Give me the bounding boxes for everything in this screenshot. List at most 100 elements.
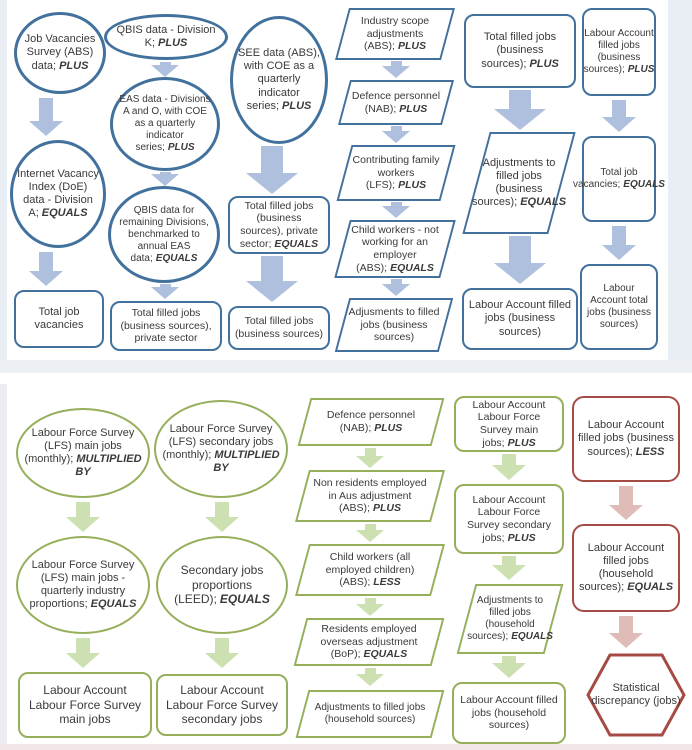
arrow-down-icon: [151, 284, 179, 299]
node-non-residents-adjustment: Non residents employed in Aus adjustment…: [294, 470, 446, 522]
node-qbis-remaining-divisions: QBIS data for remaining Divisions, bench…: [108, 186, 220, 283]
node-adjustments-filled-jobs-business: Adjusments to filled jobs (business sour…: [334, 298, 454, 352]
node-child-workers-not-working: Child workers - not working for an emplo…: [334, 220, 456, 278]
label: Industry scope adjustments (ABS);PLUS: [360, 15, 430, 53]
label: QBIS data - Division K;PLUS: [116, 23, 216, 49]
arrow-down-icon: [65, 502, 101, 532]
node-statistical-discrepancy: Statistical discrepancy (jobs): [586, 652, 686, 738]
node-total-job-vacancies-equals: Total job vacancies;EQUALS: [573, 136, 665, 222]
arrow-down-icon: [601, 100, 637, 132]
arrow-down-icon: [492, 556, 526, 580]
node-total-filled-jobs-business: Total filled jobs (business sources): [228, 306, 330, 350]
label: Labour Account Labour Force Survey main …: [472, 398, 546, 449]
label: EAS data - Divisions A and O, with COE a…: [119, 94, 211, 153]
node-defence-personnel-household: Defence personnel (NAB);PLUS: [296, 398, 446, 446]
node-labour-account-filled-jobs-business: Labour Account filled jobs (business sou…: [462, 288, 578, 350]
label: Labour Account filled jobs (business sou…: [578, 419, 674, 458]
arrow-down-icon: [381, 279, 411, 296]
panel-edge: [668, 0, 692, 360]
arrow-down-icon: [356, 524, 384, 542]
node-defence-personnel: Defence personnel (NAB);PLUS: [336, 80, 456, 125]
arrow-down-icon: [492, 656, 526, 678]
arrow-down-icon: [381, 126, 411, 143]
node-adjustments-filled-jobs-business-equals: Adjustments to filled jobs (business sou…: [462, 132, 576, 234]
label: Total filled jobs (business sources), pr…: [239, 199, 319, 250]
node-contributing-family-workers: Contributing family workers (LFS);PLUS: [336, 145, 456, 201]
arrow-down-icon: [601, 226, 637, 260]
label: Labour Force Survey (LFS) main jobs (mon…: [24, 426, 142, 479]
node-total-filled-jobs-business-plus: Total filled jobs (business sources);PLU…: [464, 14, 576, 88]
node-adjustments-filled-jobs-household: Adjustments to filled jobs (household so…: [294, 690, 446, 738]
node-labour-account-filled-jobs-household: Labour Account filled jobs (household so…: [452, 682, 566, 744]
label: Labour Account filled jobs (business sou…: [583, 28, 655, 75]
arrow-down-icon: [29, 252, 63, 286]
node-see-data: SEE data (ABS), with COE as a quarterly …: [230, 16, 328, 144]
node-lfs-secondary-jobs-monthly: Labour Force Survey (LFS) secondary jobs…: [154, 400, 288, 498]
arrow-down-icon: [65, 638, 101, 668]
node-labour-account-lfs-main-jobs: Labour Account Labour Force Survey main …: [18, 672, 152, 738]
label: QBIS data for remaining Divisions, bench…: [119, 204, 209, 264]
arrow-down-icon: [356, 668, 384, 686]
node-residents-overseas-adjustment: Residents employed overseas adjustment (…: [292, 618, 446, 666]
label: Labour Account Labour Force Survey main …: [28, 683, 142, 727]
label: SEE data (ABS), with COE as a quarterly …: [238, 47, 320, 112]
label: Statistical discrepancy (jobs): [591, 681, 681, 707]
panel-edge: [0, 0, 7, 372]
node-la-filled-jobs-household-equals: Labour Account filled jobs (household so…: [572, 524, 680, 612]
label: Labour Account filled jobs (business sou…: [468, 299, 572, 338]
label: Adjustments to filled jobs (household so…: [314, 702, 426, 725]
label: Internet Vacancy Index (DoE) data - Divi…: [17, 167, 99, 220]
label: Labour Force Survey (LFS) secondary jobs…: [162, 422, 280, 475]
arrow-down-icon: [606, 616, 646, 648]
label: Contributing family workers (LFS);PLUS: [352, 154, 440, 192]
arrow-down-icon: [356, 598, 384, 616]
label: Labour Account total jobs (business sour…: [587, 283, 651, 330]
arrow-down-icon: [29, 98, 63, 136]
label: Total filled jobs (business sources);PLU…: [481, 31, 559, 70]
label: Adjustments to filled jobs (household so…: [467, 595, 553, 642]
label: Labour Account Labour Force Survey secon…: [165, 683, 279, 727]
node-la-lfs-main-jobs-plus: Labour Account Labour Force Survey main …: [454, 396, 564, 452]
node-child-workers-household: Child workers (all employed children) (A…: [294, 544, 446, 596]
node-internet-vacancy-index: Internet Vacancy Index (DoE) data - Divi…: [10, 140, 106, 248]
node-lfs-main-jobs-monthly: Labour Force Survey (LFS) main jobs (mon…: [16, 408, 150, 498]
panel-edge: [0, 384, 7, 750]
label: Adjustments to filled jobs (business sou…: [471, 156, 567, 209]
node-industry-scope-adjustments: Industry scope adjustments (ABS);PLUS: [334, 8, 456, 60]
label: Labour Force Survey (LFS) main jobs - qu…: [29, 558, 137, 611]
arrow-down-icon: [246, 256, 298, 302]
arrow-down-icon: [204, 502, 240, 532]
label: Residents employed overseas adjustment (…: [320, 623, 418, 661]
arrow-down-icon: [494, 90, 546, 130]
label: Non residents employed in Aus adjustment…: [313, 477, 427, 515]
node-total-filled-jobs-private-sector-equals: Total filled jobs (business sources), pr…: [228, 196, 330, 254]
arrow-down-icon: [381, 202, 411, 218]
arrow-down-icon: [356, 448, 384, 468]
arrow-down-icon: [494, 236, 546, 284]
label: Total filled jobs (business sources), pr…: [120, 307, 212, 345]
label: Labour Account filled jobs (household so…: [460, 694, 558, 732]
hexagon-shape: [586, 653, 686, 737]
node-labour-account-lfs-secondary-jobs: Labour Account Labour Force Survey secon…: [156, 674, 288, 736]
node-job-vacancies-survey: Job Vacancies Survey (ABS) data;PLUS: [14, 12, 106, 94]
node-secondary-jobs-proportions: Secondary jobs proportions (LEED);EQUALS: [156, 536, 288, 634]
node-total-filled-jobs-private-sector: Total filled jobs (business sources), pr…: [110, 301, 222, 351]
arrow-down-icon: [204, 638, 240, 668]
label: Labour Account filled jobs (household so…: [578, 541, 674, 594]
label: Adjusments to filled jobs (business sour…: [348, 306, 440, 344]
node-adjustments-household-equals: Adjustments to filled jobs (household so…: [456, 584, 564, 654]
label: Job Vacancies Survey (ABS) data;PLUS: [24, 33, 96, 72]
arrow-down-icon: [246, 146, 298, 194]
arrow-down-icon: [606, 486, 646, 520]
panel-edge: [0, 744, 692, 750]
label: Labour Account Labour Force Survey secon…: [466, 493, 552, 544]
node-la-filled-jobs-business-plus: Labour Account filled jobs (business sou…: [582, 8, 656, 96]
label: Defence personnel (NAB);PLUS: [351, 89, 441, 115]
label: Total job vacancies;EQUALS: [573, 167, 665, 190]
node-labour-account-total-jobs: Labour Account total jobs (business sour…: [580, 264, 658, 350]
node-eas-data: EAS data - Divisions A and O, with COE a…: [110, 77, 220, 171]
arrow-down-icon: [151, 62, 179, 77]
node-la-lfs-secondary-jobs-plus: Labour Account Labour Force Survey secon…: [454, 484, 564, 554]
arrow-down-icon: [151, 172, 179, 186]
